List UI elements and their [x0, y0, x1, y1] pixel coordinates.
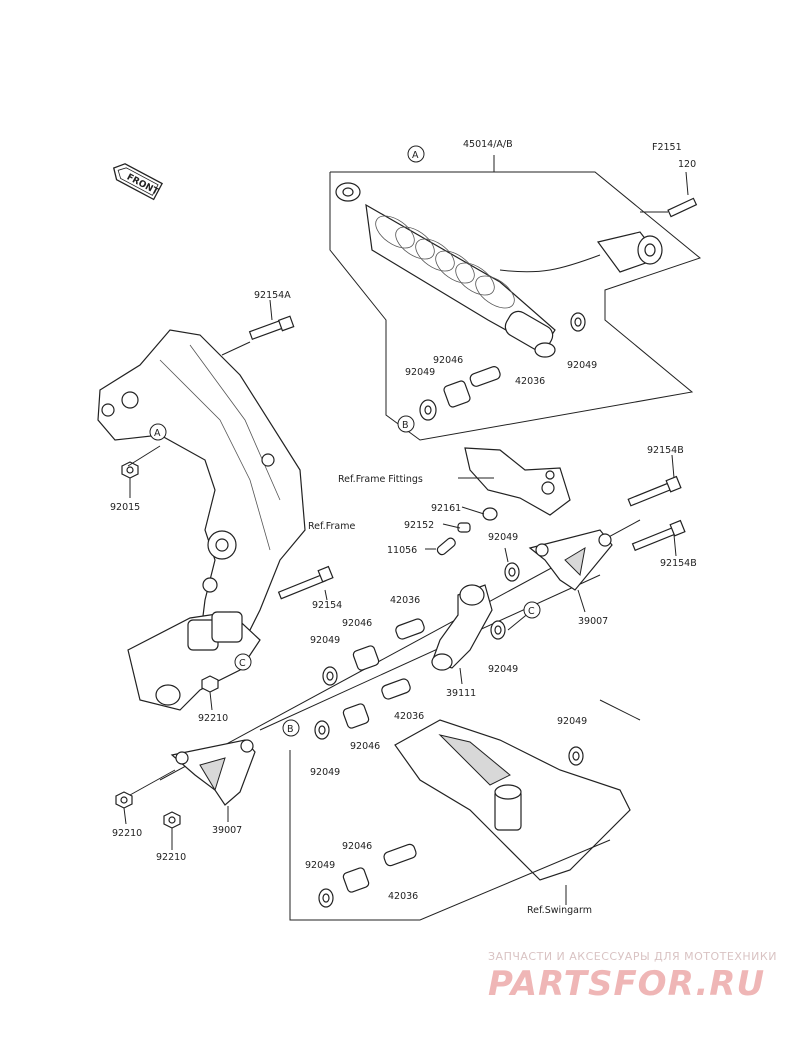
label-45014: 45014/A/B: [463, 139, 513, 150]
tie-rod-39007-left: [170, 739, 256, 822]
svg-text:C: C: [239, 658, 246, 669]
shock-bushings: [419, 312, 586, 421]
svg-text:C: C: [528, 606, 535, 617]
label-92049-rocker: 92049: [488, 664, 518, 675]
swingarm: [394, 719, 631, 905]
label-42036-bottom: 42036: [388, 891, 418, 902]
label-11056: 11056: [387, 545, 417, 556]
label-92046-shock: 92046: [433, 355, 463, 366]
label-92015: 92015: [110, 502, 140, 513]
label-92210-left: 92210: [112, 828, 142, 839]
label-92152: 92152: [404, 520, 434, 531]
frame-fittings: [458, 447, 571, 516]
label-92154a: 92154A: [254, 290, 291, 301]
label-92049-swingarm: 92049: [557, 716, 587, 727]
label-92049-lower: 92049: [310, 767, 340, 778]
label-92049-shock-left: 92049: [405, 367, 435, 378]
label-92049-rod-left: 92049: [310, 635, 340, 646]
label-92049-bottom: 92049: [305, 860, 335, 871]
nut-92015: [121, 445, 161, 498]
frame-lower-area: [127, 611, 261, 711]
tie-rod-39007-right: [528, 529, 613, 613]
label-92049-shock-right: 92049: [567, 360, 597, 371]
rocker-washers: [490, 547, 531, 640]
label-92046-bottom: 92046: [342, 841, 372, 852]
label-39111: 39111: [446, 688, 476, 699]
nuts-92210-left: [115, 769, 181, 850]
label-39007-right: 39007: [578, 616, 608, 627]
label-92154b-right: 92154B: [660, 558, 697, 569]
rocker-39111: [431, 584, 493, 685]
label-92210-left2: 92210: [156, 852, 186, 863]
svg-text:A: A: [412, 150, 419, 161]
svg-text:A: A: [154, 428, 161, 439]
label-92210-frame: 92210: [198, 713, 228, 724]
shock-group-outline: [329, 171, 702, 441]
callout-a-frame: A: [149, 423, 167, 441]
bolt-120: [640, 171, 698, 218]
front-direction-arrow-icon: FRONT: [112, 163, 163, 201]
bottom-bushings: [318, 843, 417, 908]
label-42036-lower: 42036: [394, 711, 424, 722]
label-ref-swingarm: Ref.Swingarm: [527, 905, 592, 916]
watermark-tagline: ЗАПЧАСТИ И АКСЕССУАРЫ ДЛЯ МОТОТЕХНИКИ: [488, 950, 777, 963]
bolt-92154a: [221, 299, 295, 356]
label-92049-rod: 92049: [488, 532, 518, 543]
figure-code: F2151: [652, 142, 682, 153]
bolt-92154b-right: [631, 519, 686, 557]
frame-bracket: [97, 329, 306, 641]
lower-bushings: [314, 678, 411, 740]
svg-text:B: B: [402, 420, 409, 431]
label-120: 120: [678, 159, 696, 170]
label-92154b-top: 92154B: [647, 445, 684, 456]
callout-c-right: C: [523, 601, 541, 619]
callout-c-left: C: [234, 653, 252, 671]
bolt-92154b-top: [627, 454, 682, 507]
label-ref-frame-fittings: Ref.Frame Fittings: [338, 474, 423, 485]
label-42036-rod: 42036: [390, 595, 420, 606]
label-92046-lower: 92046: [350, 741, 380, 752]
label-ref-frame: Ref.Frame: [308, 521, 355, 532]
shock-absorber: [335, 182, 663, 358]
label-42036-shock: 42036: [515, 376, 545, 387]
middle-bushings: [322, 618, 425, 686]
small-parts: [425, 506, 498, 556]
callout-a-top: A: [407, 145, 425, 163]
label-92046-rod: 92046: [342, 618, 372, 629]
watermark-logo: PARTSFOR.RU: [488, 964, 766, 1004]
svg-text:B: B: [287, 724, 294, 735]
bolt-92154: [277, 565, 334, 601]
callout-b-shock: B: [397, 415, 415, 433]
label-92161: 92161: [431, 503, 461, 514]
label-92154: 92154: [312, 600, 342, 611]
label-39007-left: 39007: [212, 825, 242, 836]
callout-b-lower: B: [282, 719, 300, 737]
